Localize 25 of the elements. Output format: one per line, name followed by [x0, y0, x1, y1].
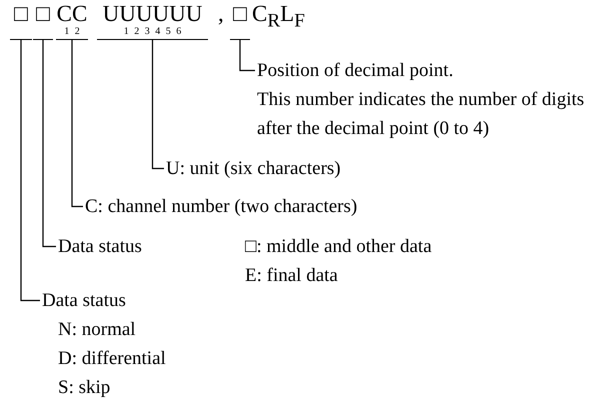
value-description: E: final data	[245, 264, 338, 288]
format-field: □	[33, 2, 53, 40]
value-description: D: differential	[57, 347, 166, 371]
terminator-code: C$_{R}$L$_{F}$	[252, 2, 305, 34]
leader-line	[152, 40, 164, 170]
field-description: Data status	[42, 289, 127, 313]
format-field: □	[230, 2, 250, 40]
value-description: □: middle and other data	[245, 235, 432, 259]
field-characters: CC	[56, 2, 88, 26]
position-numbers: 1 2 3 4 5 6	[122, 26, 182, 37]
position-numbers: 1 2	[63, 26, 81, 37]
leader-line	[71, 40, 83, 208]
leader-line	[239, 40, 255, 72]
format-field: □	[10, 2, 32, 40]
field-description: Position of decimal point.	[257, 59, 454, 83]
field-description: Data status	[58, 235, 142, 259]
value-description: S: skip	[57, 376, 112, 400]
value-description: N: normal	[57, 318, 137, 342]
field-description: U: unit (six characters)	[166, 157, 342, 181]
field-characters: UUUUUU	[102, 2, 204, 26]
field-description: C: channel number (two characters)	[85, 195, 358, 219]
leader-line	[42, 40, 56, 248]
description-note: This number indicates the number of digits after the decimal point (0 to 4)	[257, 88, 586, 141]
separator-comma: ,	[218, 2, 224, 26]
leader-line	[20, 40, 40, 302]
